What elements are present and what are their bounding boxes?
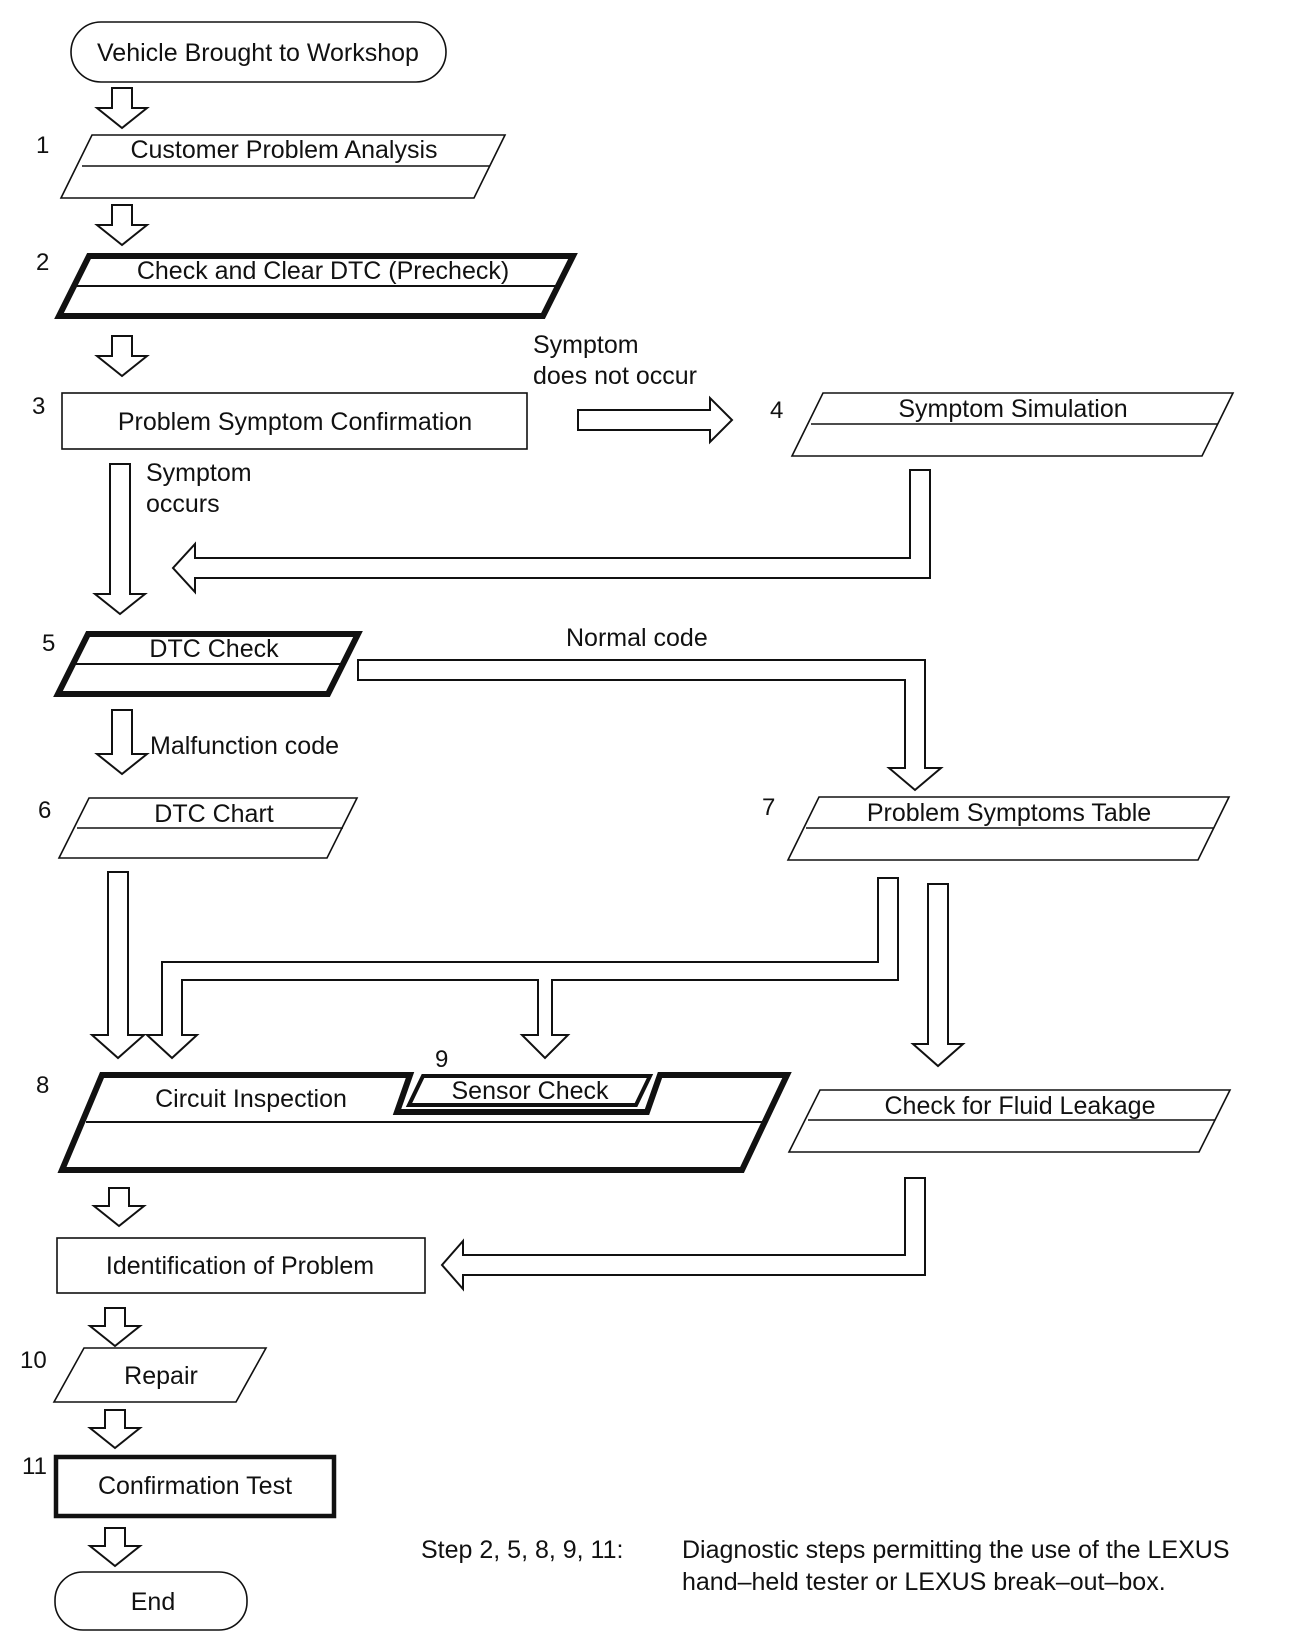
arrow-8-to-ident	[91, 1187, 147, 1228]
step-2-label: Check and Clear DTC (Precheck)	[137, 257, 509, 285]
arrow-5-to-6	[94, 709, 150, 776]
arrow-6-to-8	[89, 871, 147, 1060]
step-number-10: 10	[20, 1347, 47, 1374]
node-end: End	[54, 1571, 248, 1631]
step-number-2: 2	[36, 249, 49, 276]
arrow-11-to-end	[87, 1527, 143, 1568]
edge-label-malfunction-code: Malfunction code	[150, 732, 339, 760]
node-8: 8 Circuit Inspection 9 Sensor Check	[36, 1046, 792, 1173]
node-1: 1 Customer Problem Analysis	[36, 132, 507, 199]
step-number-7: 7	[762, 794, 775, 821]
identification-box	[56, 1237, 426, 1294]
arrow-4-return	[171, 469, 931, 595]
step-5-label: DTC Check	[149, 635, 279, 663]
edge-label-occurs-line1: Symptom	[146, 459, 252, 487]
step-9-label: Sensor Check	[451, 1077, 609, 1105]
footnote-line2: hand–held tester or LEXUS break–out–box.	[682, 1568, 1166, 1596]
step-7-label: Problem Symptoms Table	[867, 799, 1151, 827]
step-3-label: Problem Symptom Confirmation	[118, 408, 472, 436]
footnote-line1: Diagnostic steps permitting the use of t…	[682, 1536, 1230, 1564]
node-start: Vehicle Brought to Workshop	[70, 21, 447, 83]
arrow-1-to-2	[94, 204, 150, 247]
step-number-9: 9	[435, 1046, 448, 1073]
step-number-4: 4	[770, 397, 783, 424]
arrow-5-to-7	[357, 659, 944, 792]
step-number-11: 11	[22, 1453, 47, 1480]
footnote-steps: Step 2, 5, 8, 9, 11:	[421, 1536, 623, 1564]
end-terminator	[54, 1571, 248, 1631]
footnote: Step 2, 5, 8, 9, 11: Diagnostic steps pe…	[421, 1536, 1230, 1596]
start-label: Vehicle Brought to Workshop	[97, 39, 419, 67]
node-6: 6 DTC Chart	[38, 797, 359, 859]
step-8-label: Circuit Inspection	[155, 1085, 347, 1113]
arrow-ident-to-10	[87, 1307, 143, 1348]
identification-label: Identification of Problem	[106, 1252, 374, 1280]
step-number-3: 3	[32, 393, 45, 420]
connector-arrows	[87, 87, 966, 1568]
step-10-label: Repair	[124, 1362, 198, 1390]
edge-label-not-occur-line1: Symptom	[533, 331, 639, 359]
arrow-fluid-to-ident	[440, 1177, 926, 1292]
edge-label-occurs-line2: occurs	[146, 490, 220, 518]
step-number-5: 5	[42, 630, 55, 657]
edge-label-normal-code: Normal code	[566, 624, 708, 652]
node-identification: Identification of Problem	[56, 1237, 426, 1294]
node-4: 4 Symptom Simulation	[770, 392, 1235, 457]
edge-label-not-occur-line2: does not occur	[533, 362, 697, 390]
arrow-start-to-1	[94, 87, 150, 130]
node-fluid-leakage: Check for Fluid Leakage	[787, 1089, 1232, 1153]
node-10: 10 Repair	[20, 1347, 268, 1403]
step-4-label: Symptom Simulation	[898, 395, 1127, 423]
step-number-6: 6	[38, 797, 51, 824]
node-5: 5 DTC Check	[42, 630, 363, 697]
step-9-parallelogram	[405, 1074, 654, 1107]
arrow-7-to-fluid	[910, 883, 966, 1068]
node-7: 7 Problem Symptoms Table	[762, 794, 1231, 861]
arrow-10-to-11	[87, 1409, 143, 1450]
arrow-3-to-4	[577, 395, 734, 445]
arrow-7-to-8-9	[144, 877, 899, 1060]
arrow-2-to-3	[94, 335, 150, 378]
step-11-box	[53, 1454, 337, 1519]
step-number-1: 1	[36, 132, 49, 159]
arrow-3-to-5	[92, 463, 148, 616]
node-3: 3 Problem Symptom Confirmation	[32, 392, 528, 450]
step-10-parallelogram	[52, 1347, 268, 1403]
step-number-8: 8	[36, 1072, 49, 1099]
node-2: 2 Check and Clear DTC (Precheck)	[36, 249, 578, 319]
step-6-label: DTC Chart	[154, 800, 274, 828]
step-11-label: Confirmation Test	[98, 1472, 292, 1500]
fluid-leakage-label: Check for Fluid Leakage	[885, 1092, 1156, 1120]
fluid-leakage-parallelogram	[787, 1089, 1232, 1153]
step-1-label: Customer Problem Analysis	[130, 136, 437, 164]
end-label: End	[131, 1588, 175, 1616]
start-terminator	[70, 21, 447, 83]
step-3-box	[61, 392, 528, 450]
node-11: 11 Confirmation Test	[22, 1453, 337, 1519]
